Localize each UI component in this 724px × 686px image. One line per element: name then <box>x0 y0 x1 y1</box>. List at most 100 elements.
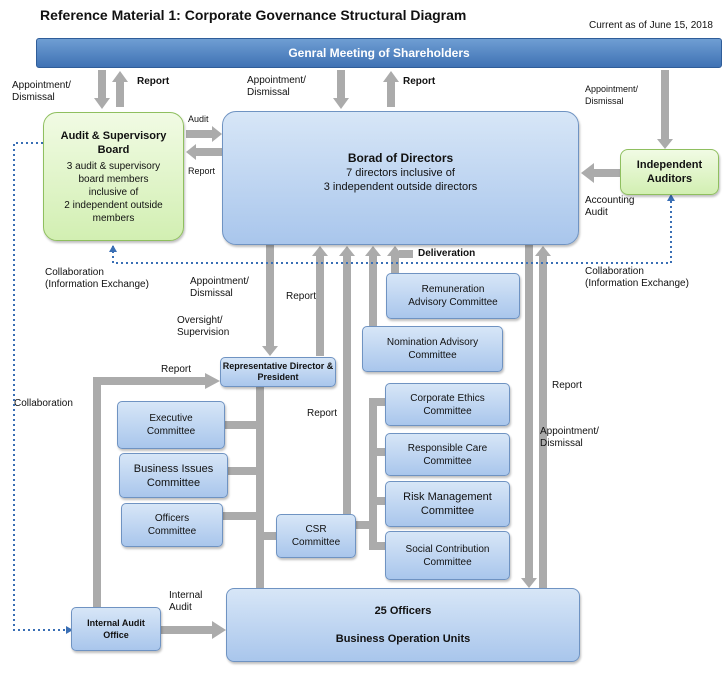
arrow-accounting-audit <box>581 163 620 183</box>
audit-board-title-2: Board <box>97 143 130 156</box>
audit-board-detail-1: 3 audit & supervisory <box>66 160 161 172</box>
arrow-appointment-president <box>262 245 278 356</box>
internal-audit-line-2: Office <box>103 630 129 640</box>
label-report-officers: Report <box>552 380 583 391</box>
nomination-advisory-committee: Nomination Advisory Committee <box>362 326 503 372</box>
label-appt-pres-1: Appointment/ <box>190 276 249 287</box>
label-appointment-left-2: Dismissal <box>12 92 55 103</box>
responsible-care-committee: Responsible Care Committee <box>385 433 510 476</box>
label-collab-left-2: (Information Exchange) <box>45 279 149 290</box>
executive-committee: Executive Committee <box>117 401 225 449</box>
page-title: Reference Material 1: Corporate Governan… <box>40 7 467 23</box>
label-collab-left-1: Collaboration <box>45 267 104 278</box>
line-csr-committees <box>369 398 377 550</box>
label-collab-right-1: Collaboration <box>585 266 644 277</box>
officers-committee: Officers Committee <box>121 503 223 547</box>
board-line-2: 3 independent outside directors <box>323 180 478 193</box>
risk-line-2: Committee <box>420 505 475 517</box>
arrow-appointment-board <box>333 70 349 109</box>
label-appt-pres-2: Dismissal <box>190 288 233 299</box>
arrow-report-officers <box>535 246 551 588</box>
arrow-appointment-audit-board <box>94 70 110 109</box>
officers-committee-line-1: Officers <box>154 513 190 524</box>
audit-board-detail-4: 2 independent outside <box>64 199 163 211</box>
label-report-left: Report <box>137 76 170 87</box>
label-audit: Audit <box>188 114 209 124</box>
line-president-spine <box>256 386 264 588</box>
remuneration-line-1: Remuneration <box>421 284 485 295</box>
corporate-ethics-committee: Corporate Ethics Committee <box>385 383 510 426</box>
arrow-report-audit-board <box>112 71 128 107</box>
arrow-report-board <box>383 71 399 107</box>
csr-line-2: Committee <box>291 537 341 548</box>
label-internal-audit: Internal Audit <box>169 590 202 614</box>
responsible-care-line-1: Responsible Care <box>407 442 488 454</box>
officers-committee-line-2: Committee <box>147 526 197 537</box>
audit-supervisory-board: Audit & Supervisory Board 3 audit & supe… <box>43 112 184 241</box>
auditors-line-2: Auditors <box>646 173 693 185</box>
label-appointment-right-2: Dismissal <box>585 96 624 106</box>
line-internal-audit-up <box>93 377 101 607</box>
responsible-care-line-2: Committee <box>423 455 472 467</box>
executive-line-1: Executive <box>149 413 193 424</box>
arrow-appointment-auditors <box>657 70 673 149</box>
nomination-line-1: Nomination Advisory <box>386 337 479 348</box>
president-line-1: Representative Director & <box>222 361 334 371</box>
arrow-report-csr <box>339 246 355 514</box>
audit-board-title-1: Audit & Supervisory <box>60 129 167 142</box>
independent-auditors: Independent Auditors <box>620 149 719 195</box>
internal-audit-line-1: Internal Audit <box>87 618 145 628</box>
officers-line-2: Business Operation Units <box>335 633 471 645</box>
label-appointment-officers: Appointment/ Dismissal <box>540 426 599 450</box>
label-collab-right-2: (Information Exchange) <box>585 278 689 289</box>
risk-management-committee: Risk Management Committee <box>385 481 510 527</box>
label-appointment-left: Appointment/ Dismissal <box>12 80 71 104</box>
label-report-president: Report <box>286 291 317 302</box>
board-title: Borad of Directors <box>347 150 454 165</box>
social-line-1: Social Contribution <box>405 543 490 555</box>
label-appointment-center: Appointment/ Dismissal <box>247 75 306 99</box>
business-issues-committee: Business Issues Committee <box>119 453 228 498</box>
audit-board-detail-2: board members <box>78 173 149 185</box>
internal-audit-office: Internal Audit Office <box>71 607 161 651</box>
label-collaboration-left: Collaboration (Information Exchange) <box>45 267 149 291</box>
label-appt-officers-1: Appointment/ <box>540 426 599 437</box>
social-contribution-committee: Social Contribution Committee <box>385 531 510 580</box>
board-of-directors: Borad of Directors 7 directors inclusive… <box>222 111 579 245</box>
label-collaboration: Collaboration <box>14 398 73 409</box>
nomination-line-2: Committee <box>408 350 457 361</box>
label-report-audit: Report <box>188 166 216 176</box>
label-appointment-center-1: Appointment/ <box>247 75 306 86</box>
label-report-csr: Report <box>307 408 338 419</box>
arrow-appointment-officers <box>521 245 537 588</box>
label-appointment-center-2: Dismissal <box>247 87 290 98</box>
representative-director-president: Representative Director & President <box>220 357 336 387</box>
arrow-report-internal <box>205 373 220 389</box>
arrow-report-president <box>312 246 328 356</box>
label-report-internal: Report <box>161 364 192 375</box>
audit-board-detail-5: members <box>92 212 135 224</box>
president-line-2: President <box>257 372 299 382</box>
officers-line-1: 25 Officers <box>374 605 432 617</box>
arrow-report-audit <box>186 144 222 160</box>
audit-board-detail-3: inclusive of <box>88 186 139 198</box>
ethics-line-2: Committee <box>423 405 472 417</box>
auditors-line-1: Independent <box>636 159 703 171</box>
arrow-deliveration-1 <box>365 246 381 326</box>
shareholders-meeting-banner: Genral Meeting of Shareholders <box>36 38 722 68</box>
label-oversight: Oversight/ Supervision <box>177 315 229 339</box>
social-line-2: Committee <box>423 556 472 568</box>
remuneration-line-2: Advisory Committee <box>408 297 498 308</box>
risk-line-1: Risk Management <box>403 491 492 503</box>
label-appointment-right: Appointment/ Dismissal <box>585 83 638 107</box>
officers-business-units: 25 Officers Business Operation Units <box>226 588 580 662</box>
business-issues-line-1: Business Issues <box>133 462 214 475</box>
collaboration-line-bottom <box>112 194 675 264</box>
label-oversight-2: Supervision <box>177 327 230 338</box>
label-oversight-1: Oversight/ <box>177 315 223 326</box>
executive-line-2: Committee <box>146 426 196 437</box>
label-appointment-left-1: Appointment/ <box>12 80 71 91</box>
csr-committee: CSR Committee <box>276 514 356 558</box>
label-internal-audit-1: Internal <box>169 590 203 601</box>
